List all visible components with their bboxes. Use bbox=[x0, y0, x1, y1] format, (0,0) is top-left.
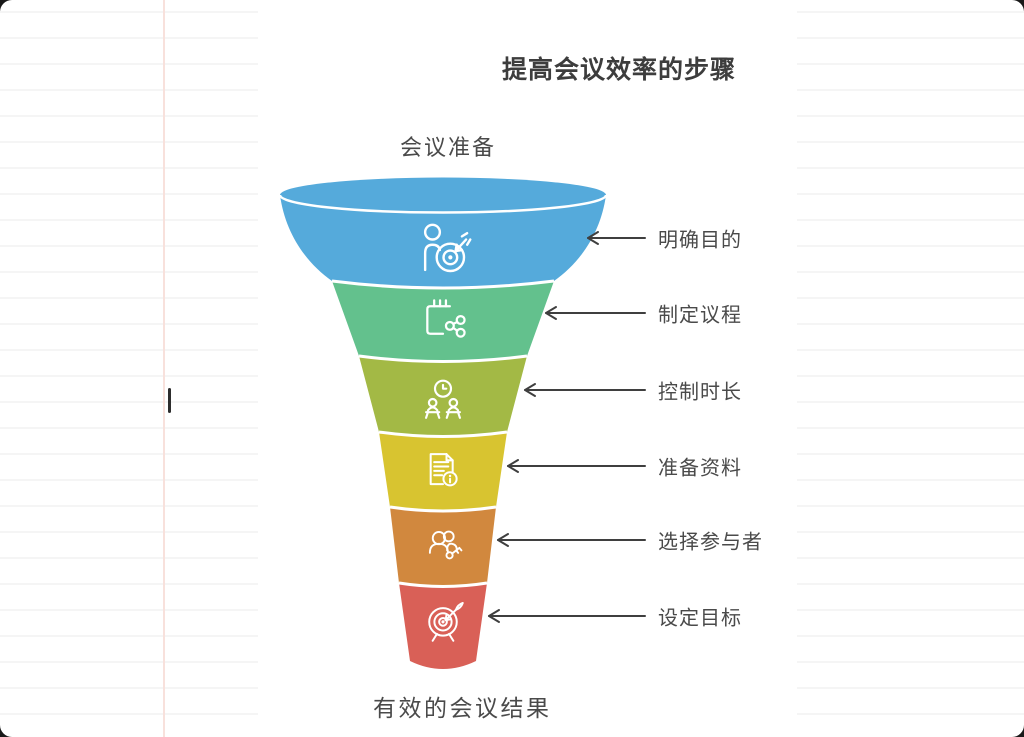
callout-arrow-1 bbox=[587, 231, 646, 245]
funnel-top-label: 会议准备 bbox=[400, 135, 497, 160]
stage-label-1: 明确目的 bbox=[658, 229, 742, 252]
participants-key-icon bbox=[428, 530, 463, 560]
callout-arrow-2 bbox=[545, 306, 646, 320]
text-caret bbox=[168, 388, 171, 413]
callout-arrow-3 bbox=[524, 383, 646, 397]
funnel-bottom-label: 有效的会议结果 bbox=[373, 695, 552, 721]
notepad-share-icon bbox=[426, 299, 466, 338]
funnel-diagram[interactable] bbox=[258, 0, 797, 737]
target-dart-icon bbox=[428, 601, 464, 642]
stage-label-5: 选择参与者 bbox=[658, 531, 763, 554]
stage-label-6: 设定目标 bbox=[658, 607, 742, 630]
clock-attendees-icon bbox=[424, 379, 462, 419]
document-info-icon bbox=[429, 453, 458, 487]
funnel-stage-1 bbox=[280, 195, 606, 288]
funnel-stage-5 bbox=[390, 507, 496, 587]
stage-label-2: 制定议程 bbox=[658, 304, 742, 327]
callout-arrow-6 bbox=[488, 609, 646, 623]
stage-label-3: 控制时长 bbox=[658, 381, 742, 404]
person-target-icon bbox=[423, 223, 472, 273]
diagram-title: 提高会议效率的步骤 bbox=[502, 56, 737, 84]
margin-line bbox=[163, 0, 165, 737]
callout-arrow-4 bbox=[507, 459, 646, 473]
stage-label-4: 准备资料 bbox=[658, 457, 742, 480]
callout-arrow-5 bbox=[497, 533, 646, 547]
funnel-svg bbox=[278, 177, 646, 669]
funnel-stage-2 bbox=[332, 281, 554, 362]
